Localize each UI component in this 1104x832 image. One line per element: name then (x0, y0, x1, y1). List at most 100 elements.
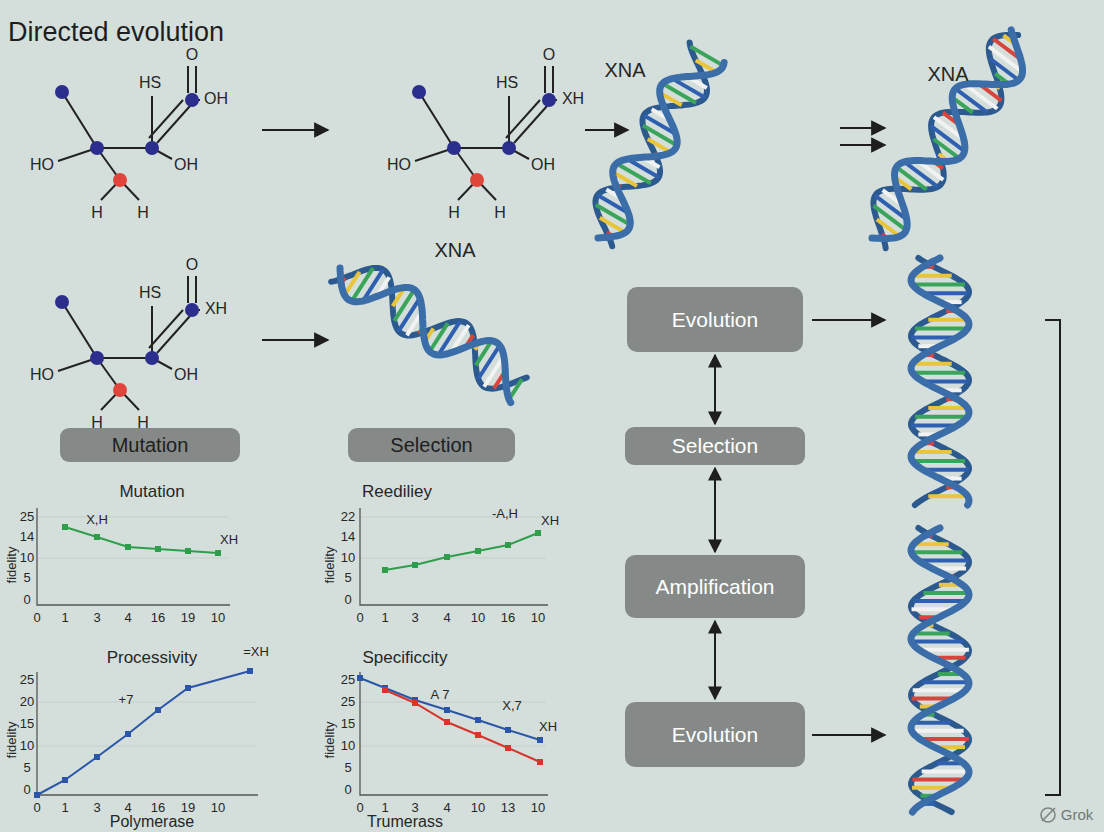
data-point (505, 727, 511, 733)
axis-tick: 25 (341, 673, 355, 687)
process-box: Selection (625, 427, 805, 465)
flow-arrow (714, 355, 716, 424)
data-point (34, 792, 40, 798)
data-point (412, 700, 418, 706)
data-point (155, 546, 161, 552)
xna-label: XNA (434, 239, 475, 261)
axis-tick: 10 (20, 551, 34, 565)
base-pair (912, 640, 964, 644)
step-pill: Mutation (60, 428, 240, 462)
data-point (215, 550, 221, 556)
point-annotation: +7 (119, 693, 134, 707)
axis-tick: 3 (411, 611, 418, 625)
helix-strand (598, 63, 724, 239)
data-point (537, 737, 543, 743)
axis-tick: 0 (344, 593, 351, 607)
axis-tick: 19 (181, 801, 195, 815)
base-pair (912, 371, 965, 375)
helix-strand (340, 268, 511, 403)
chem-structure (412, 66, 557, 200)
axis-tick: 22 (341, 510, 355, 524)
base-pair (663, 84, 696, 103)
base-pair (912, 729, 964, 733)
data-point (94, 534, 100, 540)
axis-tick: 10 (531, 801, 545, 815)
base-pair (965, 84, 998, 108)
axis-tick: 15 (20, 717, 34, 731)
process-box: Amplification (625, 555, 805, 618)
box-text: Mutation (112, 434, 189, 456)
axis-tick: 4 (124, 801, 131, 815)
axis-tick: 5 (344, 571, 351, 585)
base-pair (913, 688, 966, 692)
chart-title: Processivity (107, 649, 198, 668)
base-pair (915, 415, 968, 419)
axis-tick: 0 (356, 611, 363, 625)
atom-label: OH (174, 366, 198, 384)
box-text: Amplification (655, 575, 774, 598)
data-point (185, 548, 191, 554)
data-point (535, 530, 541, 536)
axis-tick: 1 (61, 801, 68, 815)
point-annotation: XH (220, 533, 238, 547)
data-line (385, 690, 540, 762)
base-pair (912, 282, 965, 286)
base-pair (617, 164, 651, 184)
axis-tick: 16 (151, 611, 165, 625)
step-pill: Selection (348, 428, 515, 462)
data-point (537, 759, 543, 765)
axis-tick: 4 (124, 611, 131, 625)
watermark: Grok (1061, 807, 1094, 824)
data-point (62, 777, 68, 783)
data-point (247, 668, 253, 674)
box-text: Evolution (672, 308, 758, 331)
point-annotation: XH (539, 720, 557, 734)
flow-arrow (714, 468, 716, 552)
data-point (505, 542, 511, 548)
base-pair (399, 298, 420, 331)
xna-label: XNA (927, 63, 968, 85)
data-line (37, 671, 250, 795)
axis-tick: 3 (93, 801, 100, 815)
axis-tick: 5 (23, 571, 30, 585)
base-pair (690, 46, 723, 65)
atom-label: XH (562, 90, 584, 108)
helix-strand (873, 35, 1018, 248)
box-text: Selection (672, 434, 758, 457)
axis-tick: 0 (33, 801, 40, 815)
base-pair (913, 599, 966, 603)
point-annotation: XH (541, 514, 559, 528)
xna-label: XNA (604, 59, 645, 81)
axis-tick: 10 (471, 801, 485, 815)
data-point (444, 554, 450, 560)
process-arrows (262, 128, 885, 735)
base-pair (922, 769, 969, 773)
data-point (505, 745, 511, 751)
box-text: Evolution (672, 723, 758, 746)
axis-tick: 1 (61, 611, 68, 625)
atom-label: OH (531, 156, 555, 174)
chart-footer: Polymerase (110, 813, 194, 831)
axis-tick: 19 (181, 611, 195, 625)
axis-tick: 4 (443, 801, 450, 815)
atom-label: HO (30, 366, 54, 384)
atom-label: O (543, 46, 555, 64)
base-pair (912, 459, 965, 463)
base-pair (672, 79, 705, 98)
point-annotation: X,7 (502, 699, 522, 713)
axis-tick: 25 (341, 695, 355, 709)
data-point (382, 687, 388, 693)
axis-tick: 25 (20, 673, 34, 687)
data-point (62, 524, 68, 530)
chart-footer: Trumerass (367, 813, 443, 831)
chem-structure (55, 66, 200, 200)
helix-strand (872, 30, 1023, 239)
axis-tick: 0 (33, 611, 40, 625)
bracket (1045, 320, 1060, 795)
atom-label: H (494, 204, 506, 222)
watermark-icon (1041, 808, 1055, 822)
base-pair (896, 167, 926, 190)
axis-tick: 14 (341, 530, 355, 544)
helix-strand (911, 258, 969, 505)
